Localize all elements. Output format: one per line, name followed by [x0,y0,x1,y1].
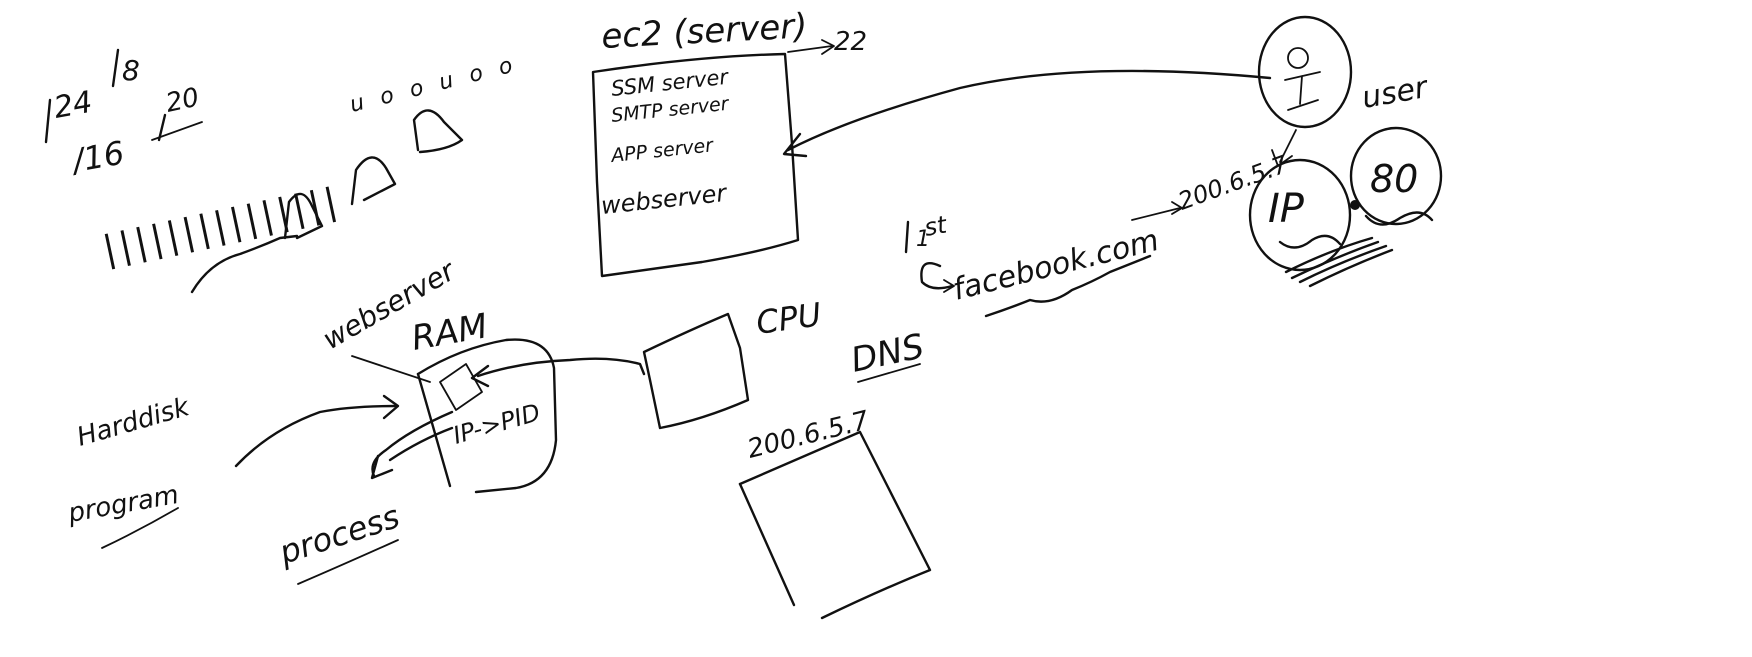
dns-arrow-line [1131,207,1181,221]
storage-group: Harddisk program process [65,392,454,585]
tally-bars: ||||||||||||||| [99,180,344,270]
underline [151,121,203,141]
user-body [1284,71,1321,111]
process-underline [297,539,399,585]
facebook-underline [984,254,1152,318]
ram-process-box [439,363,483,411]
arch-shape-1 [283,192,324,240]
ec2-server-group: ec2 (server) SSM server SMTP server APP … [591,6,867,278]
facebook-label: facebook.com [949,223,1162,308]
cpu-to-ram-line [476,357,646,378]
arch-shape-3 [412,109,464,154]
tally-circles: u o o u o o [347,52,520,118]
dns-num-st: st [922,210,950,242]
cpu-label: CPU [754,295,824,342]
cpu-to-ram-arrowhead [470,364,490,388]
number-16: /16 [67,134,127,181]
number-notes: 24 /16 8 20 [44,48,203,181]
program-label: program [65,480,181,529]
stroke-bar [44,98,52,144]
ip-squiggle [1278,234,1342,249]
cpu-box [642,312,750,430]
server-ip-box-group: 200.6.5.7 [738,406,932,620]
webserver-label: webserver [600,179,730,220]
ip-port-group: IP 80 [1248,126,1443,288]
port-22-label: 22 [834,27,867,57]
tally-marks: ||||||||||||||| u o o u o o [99,52,520,294]
process-label: process [274,497,404,572]
ip-circle [1248,158,1352,272]
stroke-bar [904,220,910,254]
ram-left-edge [416,372,452,488]
ram-to-process-line [388,426,454,462]
user-to-ip-line [1279,129,1297,163]
ec2-server-box [591,52,800,278]
ip-label: IP [1268,186,1305,232]
program-underline [101,507,179,549]
dns-num-1: 1 [916,227,930,252]
number-24: 24 [51,85,95,126]
cpu-group: CPU [470,295,824,430]
user-head [1287,47,1309,69]
ip-pid-label: IP->PID [450,398,543,449]
number-20: 20 [163,83,202,119]
hook-arrow-line [920,262,954,290]
wavy-line [190,234,299,294]
ram-outline [416,338,558,494]
port-arrow-head [821,39,835,55]
app-server-label: APP server [608,134,715,167]
program-to-ram-line [234,404,398,468]
webserver-pointer [351,355,431,383]
ec2-title: ec2 (server) [600,6,808,57]
user-circle [1257,15,1353,129]
ram-label: RAM [409,306,491,359]
program-to-ram-arrowhead [382,394,400,420]
ram-to-process-arrowhead [370,454,394,480]
user-group: user [782,15,1431,167]
port-80-label: 80 [1370,157,1418,201]
stroke-bar [157,113,167,142]
user-label: user [1359,70,1431,116]
harddisk-label: Harddisk [74,392,194,453]
ip-scribble [1284,236,1394,288]
user-to-server-arrowhead [782,132,808,158]
server-ip-box-top [738,430,932,620]
port-circle [1349,126,1443,226]
dns-underline [857,363,921,383]
stroke-bar [111,48,120,88]
ram-to-process-curve [371,410,454,478]
user-to-server-line [786,69,1272,152]
dns-arrow-head [1171,201,1183,215]
number-8: 8 [122,54,140,87]
dns-group: 1 st facebook.com 200.6.5.7 DNS [848,150,1292,383]
ram-group: RAM IP->PID [388,306,558,494]
server-ip-box-side [738,482,796,607]
port-arrow-line [787,45,833,53]
arch-shape-2 [350,156,397,206]
port-squiggle [1364,211,1434,226]
hook-arrow-head [943,279,955,293]
